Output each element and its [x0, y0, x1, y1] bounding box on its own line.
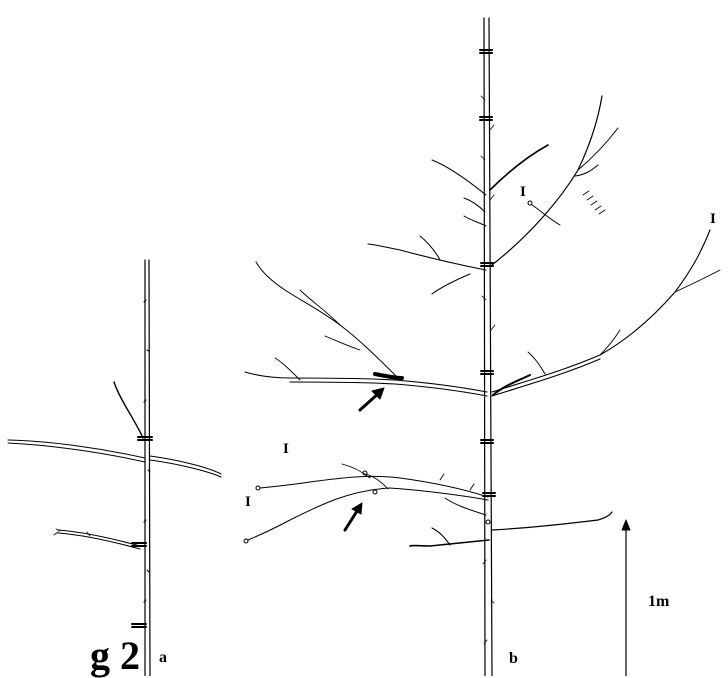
tree-b-growth-mark-3 [481, 263, 493, 266]
tree-b-branch-lower-left [245, 372, 487, 396]
tree-b-branch-upper-left [432, 160, 486, 195]
unbranched-marker-4: I [245, 495, 251, 510]
unbranched-marker-2: I [710, 212, 716, 227]
tree-b-branch-right-upper [492, 96, 602, 265]
scale-bar-label: 1m [648, 594, 669, 610]
tree-b-unbranched-shoot-1 [532, 205, 560, 225]
unbranched-marker-3: I [283, 442, 289, 457]
tree-b-axillary-shoot [375, 374, 402, 378]
tree-a-growth-mark-3 [132, 624, 146, 627]
tree-b-branch-mid-left [368, 244, 486, 270]
panel-label-b: b [509, 651, 518, 667]
unbranched-marker-1: I [520, 185, 526, 200]
tree-b-branch-lower-2 [248, 488, 488, 540]
tree-a-branch-upper [114, 382, 143, 438]
tree-a [8, 260, 221, 676]
tree-b [244, 18, 720, 676]
panel-label-a: a [159, 650, 167, 666]
tree-a-trunk [145, 260, 150, 676]
tree-a-branch-lower [58, 530, 140, 549]
tree-b-branch-right-long [492, 230, 710, 396]
tree-a-branch-right [150, 456, 221, 477]
tree-a-branch-left [8, 440, 145, 462]
figure-label-fragment: g 2 [90, 636, 140, 676]
scale-bar [622, 520, 630, 676]
tree-b-branch-upper-right [490, 145, 548, 190]
tree-b-branch-lower-right [492, 512, 612, 530]
tree-b-growth-mark-2 [480, 117, 492, 120]
tree-b-growth-mark-1 [480, 50, 492, 53]
